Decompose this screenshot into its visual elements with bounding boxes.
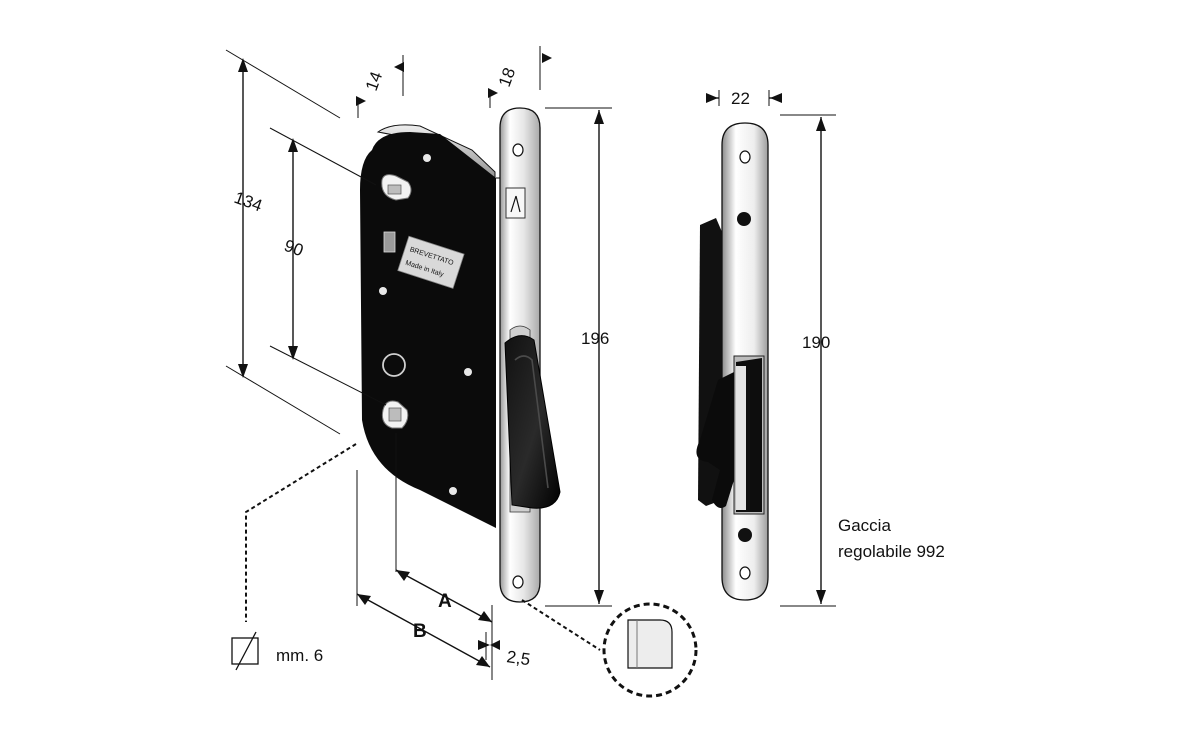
strike-caption-line1: Gaccia [838, 516, 891, 535]
dimension-lines [225, 46, 836, 680]
dim-190: 190 [802, 333, 830, 352]
spindle-hole [381, 400, 409, 429]
lock-body: BREVETTATO Made in Italy [360, 124, 496, 528]
brevettato-label: BREVETTATO Made in Italy [397, 235, 465, 289]
strike-screw-top [739, 150, 751, 164]
dim-196: 196 [581, 329, 609, 348]
strike-screw-bottom [739, 566, 751, 580]
spindle-size: mm. 6 [276, 646, 323, 665]
dim-2-5: 2,5 [505, 647, 531, 669]
dim-134: 134 [232, 188, 265, 216]
dim-b: B [413, 621, 427, 642]
body-hole-right [464, 368, 472, 376]
body-hole-top [423, 154, 431, 162]
body-hole-left [379, 287, 387, 295]
body-small-plate [383, 231, 396, 253]
spindle-square-icon [231, 631, 259, 671]
strike-plate [696, 122, 769, 601]
dim-14: 14 [362, 69, 386, 93]
body-hole-bottom [449, 487, 457, 495]
dim-22: 22 [731, 89, 750, 108]
detail-circle [602, 602, 698, 698]
plate-screw-bottom [512, 575, 524, 589]
plate-screw-top [512, 143, 524, 157]
dim-90: 90 [282, 236, 306, 260]
strike-adjust-bottom [738, 528, 752, 542]
latch-bolt [504, 335, 561, 509]
strike-adjust-top [737, 212, 751, 226]
dim-a: A [438, 591, 452, 612]
cylinder-ring [382, 353, 406, 377]
dim-18: 18 [495, 65, 519, 89]
strike-caption-line2: regolabile 992 [838, 542, 945, 561]
bonaiti-logo-icon [505, 187, 526, 219]
upper-follower [381, 174, 412, 201]
